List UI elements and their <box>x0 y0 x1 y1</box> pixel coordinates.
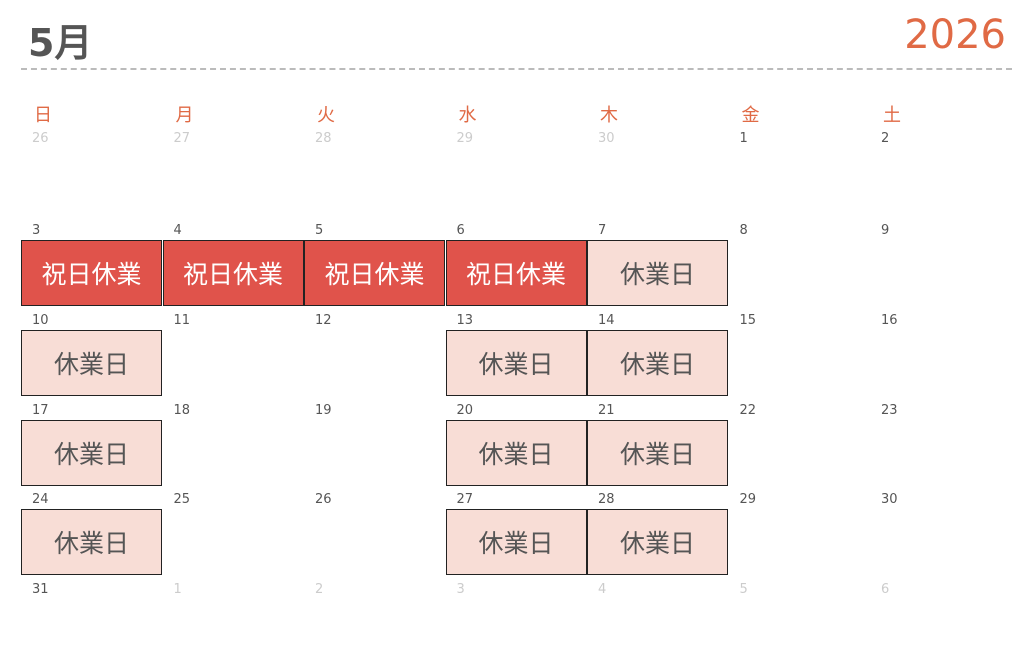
closed-day-event[interactable]: 休業日 <box>445 509 587 575</box>
day-number[interactable]: 30 <box>598 131 615 146</box>
day-number[interactable]: 27 <box>456 492 474 507</box>
day-number[interactable]: 2 <box>881 131 890 146</box>
day-number[interactable]: 25 <box>173 492 191 507</box>
weekday-header: 金 <box>741 105 760 126</box>
closed-day-event[interactable]: 休業日 <box>587 330 728 396</box>
day-number[interactable]: 19 <box>315 403 332 418</box>
day-number[interactable]: 29 <box>456 131 474 146</box>
day-number[interactable]: 10 <box>32 313 49 328</box>
holiday-closed-event[interactable]: 祝日休業 <box>445 240 587 306</box>
day-number[interactable]: 1 <box>739 131 748 146</box>
day-number[interactable]: 1 <box>173 582 182 597</box>
day-number[interactable]: 31 <box>32 582 49 597</box>
day-number[interactable]: 3 <box>456 582 465 597</box>
closed-day-event[interactable]: 休業日 <box>587 420 728 486</box>
year-title: 2026 <box>904 12 1006 58</box>
holiday-closed-event[interactable]: 祝日休業 <box>162 240 304 306</box>
closed-day-event[interactable]: 休業日 <box>445 420 587 486</box>
day-number[interactable]: 28 <box>598 492 615 507</box>
closed-day-event[interactable]: 休業日 <box>587 240 728 306</box>
day-number[interactable]: 29 <box>739 492 757 507</box>
weekday-header: 土 <box>883 105 901 126</box>
day-number[interactable]: 5 <box>315 223 324 238</box>
day-number[interactable]: 11 <box>173 313 191 328</box>
weekday-header: 火 <box>317 105 335 126</box>
holiday-closed-event[interactable]: 祝日休業 <box>21 240 162 306</box>
closed-day-event[interactable]: 休業日 <box>21 509 162 575</box>
weekday-header: 日 <box>34 105 52 126</box>
day-number[interactable]: 9 <box>881 223 890 238</box>
closed-day-event[interactable]: 休業日 <box>21 330 162 396</box>
weekday-header: 月 <box>175 105 194 126</box>
day-number[interactable]: 16 <box>881 313 898 328</box>
closed-day-event[interactable]: 休業日 <box>587 509 728 575</box>
closed-day-event[interactable]: 休業日 <box>445 330 587 396</box>
day-number[interactable]: 6 <box>456 223 465 238</box>
day-number[interactable]: 28 <box>315 131 332 146</box>
day-number[interactable]: 7 <box>598 223 607 238</box>
holiday-closed-event[interactable]: 祝日休業 <box>304 240 445 306</box>
day-number[interactable]: 27 <box>173 131 191 146</box>
day-number[interactable]: 15 <box>739 313 757 328</box>
day-number[interactable]: 17 <box>32 403 49 418</box>
day-number[interactable]: 26 <box>32 131 49 146</box>
day-number[interactable]: 4 <box>598 582 607 597</box>
day-number[interactable]: 13 <box>456 313 474 328</box>
day-number[interactable]: 8 <box>739 223 748 238</box>
closed-day-event[interactable]: 休業日 <box>21 420 162 486</box>
day-number[interactable]: 18 <box>173 403 191 418</box>
day-number[interactable]: 2 <box>315 582 324 597</box>
day-number[interactable]: 26 <box>315 492 332 507</box>
day-number[interactable]: 24 <box>32 492 49 507</box>
day-number[interactable]: 4 <box>173 223 182 238</box>
day-number[interactable]: 14 <box>598 313 615 328</box>
weekday-header: 水 <box>458 105 477 126</box>
day-number[interactable]: 5 <box>739 582 748 597</box>
day-number[interactable]: 21 <box>598 403 615 418</box>
divider <box>21 68 1012 70</box>
day-number[interactable]: 22 <box>739 403 757 418</box>
day-number[interactable]: 23 <box>881 403 898 418</box>
day-number[interactable]: 6 <box>881 582 890 597</box>
month-title: 5月 <box>28 21 93 65</box>
day-number[interactable]: 20 <box>456 403 474 418</box>
weekday-header: 木 <box>600 105 618 126</box>
day-number[interactable]: 30 <box>881 492 898 507</box>
day-number[interactable]: 12 <box>315 313 332 328</box>
day-number[interactable]: 3 <box>32 223 41 238</box>
